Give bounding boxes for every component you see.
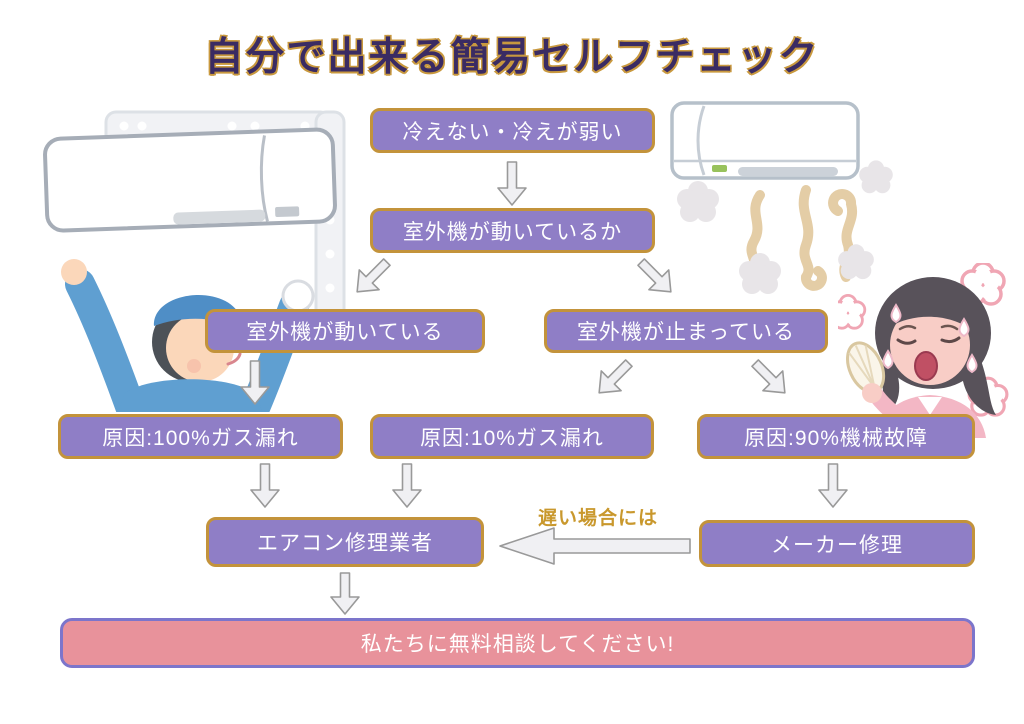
broken-ac-illustration bbox=[670, 101, 893, 294]
slow-case-arrow-label: 遅い場合には bbox=[537, 508, 658, 529]
down-arrow-icon bbox=[250, 463, 280, 508]
page-title: 自分で出来る簡易セルフチェック bbox=[204, 36, 820, 79]
node-aircon-repair-company: エアコン修理業者 bbox=[206, 517, 484, 567]
down-right-arrow-icon bbox=[751, 359, 786, 394]
free-consultation-banner: 私たちに無料相談してください! bbox=[60, 618, 975, 668]
left-arrow-icon bbox=[499, 527, 691, 565]
node-outdoor-running: 室外機が動いている bbox=[205, 309, 485, 353]
paper-fan-icon bbox=[846, 341, 886, 394]
node-check-outdoor-unit: 室外機が動いているか bbox=[370, 208, 655, 253]
down-arrow-icon bbox=[818, 463, 848, 508]
node-outdoor-stopped: 室外機が止まっている bbox=[544, 309, 828, 353]
worker-installing-ac-illustration bbox=[43, 110, 346, 412]
ac-unit-icon bbox=[670, 101, 860, 180]
indoor-ac-unit-icon bbox=[43, 127, 337, 233]
node-maker-repair: メーカー修理 bbox=[699, 520, 975, 567]
woman-icon bbox=[846, 277, 996, 438]
down-left-arrow-icon bbox=[356, 258, 391, 293]
sweating-woman-illustration bbox=[838, 263, 1009, 438]
down-arrow-icon bbox=[392, 463, 422, 508]
down-right-arrow-icon bbox=[637, 258, 672, 293]
down-arrow-icon bbox=[240, 360, 270, 405]
down-left-arrow-icon bbox=[598, 359, 633, 394]
node-cause-gas-10: 原因:10%ガス漏れ bbox=[370, 414, 654, 459]
node-cause-mechanical-90: 原因:90%機械故障 bbox=[697, 414, 975, 459]
steam-puffs-icon bbox=[677, 160, 893, 294]
down-arrow-icon bbox=[497, 161, 527, 206]
node-cause-gas-100: 原因:100%ガス漏れ bbox=[58, 414, 343, 459]
node-symptom: 冷えない・冷えが弱い bbox=[370, 108, 655, 153]
down-arrow-icon bbox=[330, 572, 360, 615]
